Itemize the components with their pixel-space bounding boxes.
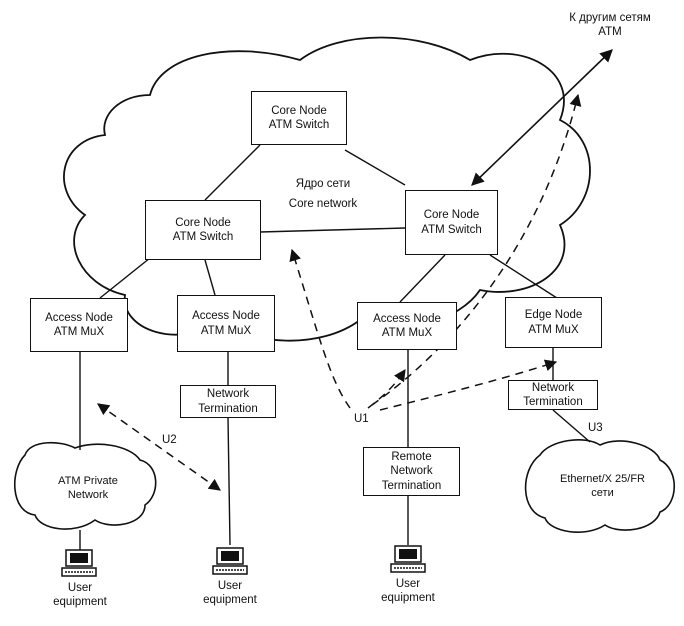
- core-network-label: Ядро сети Core network: [278, 178, 368, 212]
- ethernet-network-line2: сети: [591, 487, 614, 500]
- link-nt1-user2: [227, 417, 231, 546]
- core-network-line1: Ядро сети: [295, 178, 351, 190]
- access-node-3-line1: Access Node: [373, 312, 441, 325]
- private-network-line1: ATM Private: [58, 475, 118, 487]
- ethernet-network-line1: Ethernet/X 25/FR: [560, 473, 645, 485]
- dashed-arrow-u2: [97, 403, 221, 491]
- dashed-arrow-u1-to-access3: [367, 369, 406, 409]
- user-equipment-3-line2: equipment: [381, 591, 435, 604]
- edge-node-line2: ATM MuX: [528, 323, 579, 336]
- link-external: [471, 49, 613, 186]
- user-equipment-1-line1: User: [67, 582, 93, 594]
- external-networks-line2: ATM: [598, 25, 622, 38]
- user-equipment-3-line1: User: [395, 578, 421, 590]
- core-node-top-line2: ATM Switch: [268, 119, 330, 131]
- solid-links: [79, 49, 613, 552]
- access-node-2: Access Node ATM MuX: [177, 295, 275, 352]
- private-network-label: ATM Private Network: [38, 474, 138, 503]
- dashed-arrow-u1-to-core: [289, 248, 351, 409]
- network-termination-2-line1: Network: [531, 381, 575, 394]
- atm-private-network-cloud: [14, 441, 157, 530]
- core-node-top: Core Node ATM Switch: [251, 91, 347, 145]
- private-network-line2: Network: [67, 489, 109, 502]
- u3-label: U3: [588, 422, 603, 434]
- core-network-line2: Core network: [288, 197, 358, 210]
- remote-network-termination-line3: Termination: [381, 479, 442, 492]
- network-termination-2: Network Termination: [508, 380, 598, 410]
- network-termination-1-line1: Network: [206, 388, 250, 401]
- core-node-right-line2: ATM Switch: [421, 223, 482, 236]
- core-node-left-line2: ATM Switch: [172, 231, 234, 243]
- u2-label: U2: [162, 434, 177, 446]
- link-coreleft-coreright: [259, 227, 406, 233]
- link-coreright-access3: [399, 254, 446, 303]
- ethernet-x25-fr-cloud: [524, 439, 675, 533]
- access-node-3: Access Node ATM MuX: [357, 302, 457, 350]
- network-termination-1: Network Termination: [180, 385, 276, 418]
- core-node-right: Core Node ATM Switch: [405, 190, 498, 255]
- access-node-2-line1: Access Node: [192, 310, 260, 323]
- user-equipment-label-1: User equipment: [40, 582, 120, 610]
- core-node-left-line1: Core Node: [175, 216, 231, 229]
- user-equipment-2-line1: User: [217, 580, 243, 592]
- remote-network-termination-line1: Remote: [391, 450, 432, 463]
- user-equipment-1-line2: equipment: [53, 595, 107, 608]
- computer-icon: [61, 549, 97, 577]
- remote-network-termination-line2: Network: [390, 465, 433, 478]
- user-equipment-label-2: User equipment: [190, 580, 270, 608]
- link-coretop-coreleft: [204, 144, 261, 201]
- access-node-1-line1: Access Node: [45, 311, 113, 324]
- core-node-top-line1: Core Node: [271, 104, 327, 117]
- link-coreleft-access1: [99, 257, 151, 299]
- core-node-right-line1: Core Node: [423, 209, 480, 222]
- u1-label: U1: [354, 413, 369, 425]
- computer-icon: [390, 545, 426, 573]
- access-node-2-line2: ATM MuX: [200, 324, 252, 337]
- user-equipment-label-3: User equipment: [368, 578, 448, 606]
- computer-icon: [212, 547, 248, 575]
- dashed-links: [97, 93, 582, 491]
- external-networks-label: К другим сетям ATM: [555, 12, 665, 40]
- network-termination-1-line2: Termination: [198, 402, 258, 415]
- access-node-1: Access Node ATM MuX: [30, 298, 128, 352]
- link-coreright-edge: [489, 254, 561, 301]
- edge-node-line1: Edge Node: [524, 309, 583, 322]
- dashed-arrow-u1-to-edge: [379, 359, 558, 411]
- link-coretop-coreright: [344, 149, 406, 186]
- link-nt2-ether: [552, 409, 591, 443]
- access-node-1-line2: ATM MuX: [53, 326, 105, 338]
- user-equipment-2-line2: equipment: [203, 593, 257, 606]
- external-networks-line1: К другим сетям: [569, 12, 651, 24]
- ethernet-network-label: Ethernet/X 25/FR сети: [545, 472, 660, 501]
- remote-network-termination: Remote Network Termination: [363, 447, 460, 496]
- network-termination-2-line2: Termination: [523, 396, 583, 408]
- link-coreleft-access2: [204, 259, 216, 296]
- core-network-cloud: [63, 36, 591, 342]
- edge-node: Edge Node ATM MuX: [505, 297, 602, 348]
- access-node-3-line2: ATM MuX: [381, 327, 433, 339]
- core-node-left: Core Node ATM Switch: [145, 200, 261, 260]
